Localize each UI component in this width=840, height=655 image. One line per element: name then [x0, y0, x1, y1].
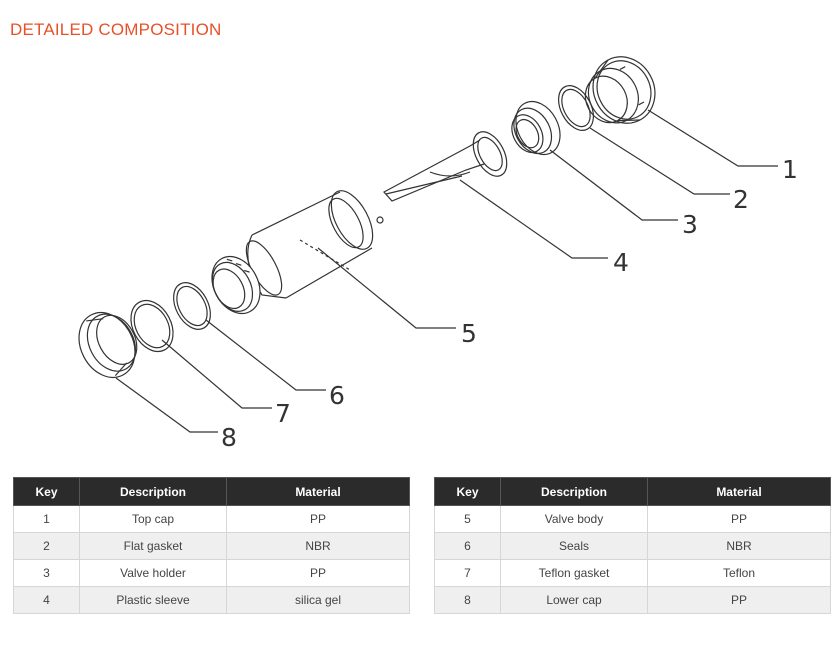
cell-key: 7 — [434, 559, 501, 587]
cell-material: Teflon — [647, 559, 831, 587]
column-header-material: Material — [647, 477, 831, 506]
leader-line-5 — [317, 247, 456, 329]
cell-material: PP — [647, 505, 831, 533]
cell-material: PP — [226, 505, 410, 533]
callout-5: 5 — [461, 319, 477, 348]
cell-key: 6 — [434, 532, 501, 560]
table-row: 3 Valve holder PP — [13, 559, 410, 587]
leader-line-1 — [647, 109, 778, 167]
table-row: 4 Plastic sleeve silica gel — [13, 586, 410, 614]
cell-material: PP — [226, 559, 410, 587]
table-row: 2 Flat gasket NBR — [13, 532, 410, 560]
valve-holder-drawing — [511, 100, 561, 156]
flat-gasket-drawing — [558, 85, 594, 131]
column-header-key: Key — [434, 477, 501, 506]
leader-line-2 — [589, 127, 730, 195]
cell-description: Valve body — [500, 505, 648, 533]
table-header-row: Key Description Material — [13, 477, 410, 506]
callout-3: 3 — [682, 210, 698, 239]
lower-cap-outer-drawing — [78, 311, 138, 379]
column-header-description: Description — [500, 477, 648, 506]
callout-2: 2 — [733, 185, 749, 214]
table-row: 1 Top cap PP — [13, 505, 410, 533]
lower-cap-drawing — [130, 299, 174, 353]
cell-key: 2 — [13, 532, 80, 560]
table-header-row: Key Description Material — [434, 477, 831, 506]
cell-material: silica gel — [226, 586, 410, 614]
cell-description: Flat gasket — [79, 532, 227, 560]
table-row: 8 Lower cap PP — [434, 586, 831, 614]
parts-table-right: Key Description Material 5 Valve body PP… — [434, 477, 831, 614]
cell-description: Valve holder — [79, 559, 227, 587]
column-header-material: Material — [226, 477, 410, 506]
leader-line-6 — [205, 319, 326, 391]
cell-key: 3 — [13, 559, 80, 587]
cell-description: Lower cap — [500, 586, 648, 614]
cell-description: Top cap — [79, 505, 227, 533]
parts-table-left: Key Description Material 1 Top cap PP 2 … — [13, 477, 410, 614]
cell-material: NBR — [647, 532, 831, 560]
exploded-view-diagram: 1 2 3 4 5 6 7 8 — [78, 56, 798, 452]
plastic-sleeve-drawing — [383, 131, 508, 202]
cell-description: Plastic sleeve — [79, 586, 227, 614]
leader-line-8 — [115, 377, 218, 433]
cell-material: NBR — [226, 532, 410, 560]
callout-8: 8 — [221, 423, 237, 452]
cell-description: Teflon gasket — [500, 559, 648, 587]
callout-1: 1 — [782, 155, 798, 184]
callout-6: 6 — [329, 381, 345, 410]
callout-7: 7 — [275, 399, 291, 428]
cell-key: 5 — [434, 505, 501, 533]
callout-4: 4 — [613, 248, 629, 277]
leader-line-4 — [459, 179, 608, 259]
table-row: 6 Seals NBR — [434, 532, 831, 560]
leader-line-3 — [549, 149, 678, 221]
table-row: 7 Teflon gasket Teflon — [434, 559, 831, 587]
teflon-gasket-drawing — [173, 282, 211, 330]
column-header-key: Key — [13, 477, 80, 506]
cell-key: 1 — [13, 505, 80, 533]
seals-drawing — [211, 255, 261, 315]
top-cap-drawing — [584, 56, 656, 124]
cell-key: 8 — [434, 586, 501, 614]
cell-material: PP — [647, 586, 831, 614]
page-title: DETAILED COMPOSITION — [10, 20, 222, 39]
table-row: 5 Valve body PP — [434, 505, 831, 533]
cell-key: 4 — [13, 586, 80, 614]
cell-description: Seals — [500, 532, 648, 560]
column-header-description: Description — [79, 477, 227, 506]
leader-line-7 — [161, 339, 272, 409]
